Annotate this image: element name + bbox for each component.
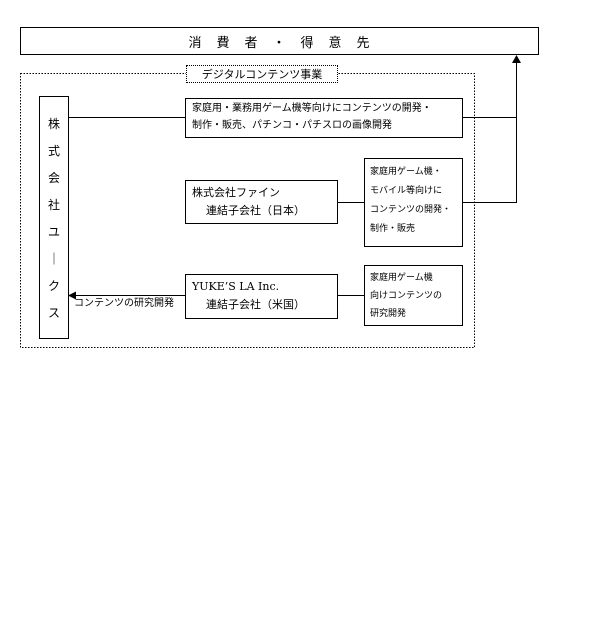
fine-company-name: 株式会社ファイン bbox=[192, 186, 280, 199]
parent-char: 式 bbox=[47, 144, 60, 158]
fine-business-line4: 制作・販売 bbox=[370, 224, 416, 234]
la-business-line2: 向けコンテンツの bbox=[370, 291, 443, 301]
parent-char: ス bbox=[47, 306, 60, 320]
arrow-to-parent bbox=[68, 291, 76, 300]
research-arrow-label: コンテンツの研究開発 bbox=[74, 298, 174, 309]
parent-char: 会 bbox=[47, 171, 60, 185]
parent-char: ｜ bbox=[47, 252, 60, 266]
la-business-line3: 研究開発 bbox=[370, 309, 407, 319]
parent-company-name: 株 式 会 社 ユ ｜ ク ス bbox=[40, 111, 68, 327]
parent-char: 株 bbox=[47, 117, 60, 131]
segment-label: デジタルコンテンツ事業 bbox=[201, 68, 323, 81]
segment-frame bbox=[20, 73, 475, 348]
fine-business-line1: 家庭用ゲーム機・ bbox=[370, 167, 442, 177]
parent-char: ク bbox=[47, 279, 60, 293]
parent-business-box: 家庭用・業務用ゲーム機等向けにコンテンツの開発・ 制作・販売、パチンコ・パチスロ… bbox=[185, 98, 463, 138]
la-business-line1: 家庭用ゲーム機 bbox=[370, 273, 433, 283]
consumer-label: 消 費 者 ・ 得 意 先 bbox=[188, 35, 371, 51]
parent-company-box: 株 式 会 社 ユ ｜ ク ス bbox=[39, 96, 69, 339]
fine-company-box: 株式会社ファイン 連結子会社（日本） bbox=[185, 180, 338, 224]
parent-char: ユ bbox=[47, 225, 60, 239]
la-company-box: YUKE’S LA Inc. 連結子会社（米国） bbox=[185, 274, 338, 319]
fine-business-line3: コンテンツの開発・ bbox=[370, 205, 452, 215]
la-company-type: 連結子会社（米国） bbox=[206, 298, 305, 311]
parent-char: 社 bbox=[47, 198, 60, 212]
segment-label-box: デジタルコンテンツ事業 bbox=[186, 65, 338, 83]
fine-company-type: 連結子会社（日本） bbox=[206, 204, 305, 217]
parent-business-line2: 制作・販売、パチンコ・パチスロの画像開発 bbox=[192, 120, 392, 131]
consumer-box: 消 費 者 ・ 得 意 先 bbox=[20, 27, 539, 55]
line-fine-to-consumer bbox=[463, 62, 517, 203]
la-business-box: 家庭用ゲーム機 向けコンテンツの 研究開発 bbox=[364, 265, 463, 326]
fine-business-box: 家庭用ゲーム機・ モバイル等向けに コンテンツの開発・ 制作・販売 bbox=[364, 158, 463, 247]
la-company-name: YUKE’S LA Inc. bbox=[192, 280, 280, 293]
fine-business-line2: モバイル等向けに bbox=[370, 186, 443, 196]
parent-business-line1: 家庭用・業務用ゲーム機等向けにコンテンツの開発・ bbox=[192, 103, 432, 114]
arrow-to-consumer bbox=[512, 55, 521, 63]
